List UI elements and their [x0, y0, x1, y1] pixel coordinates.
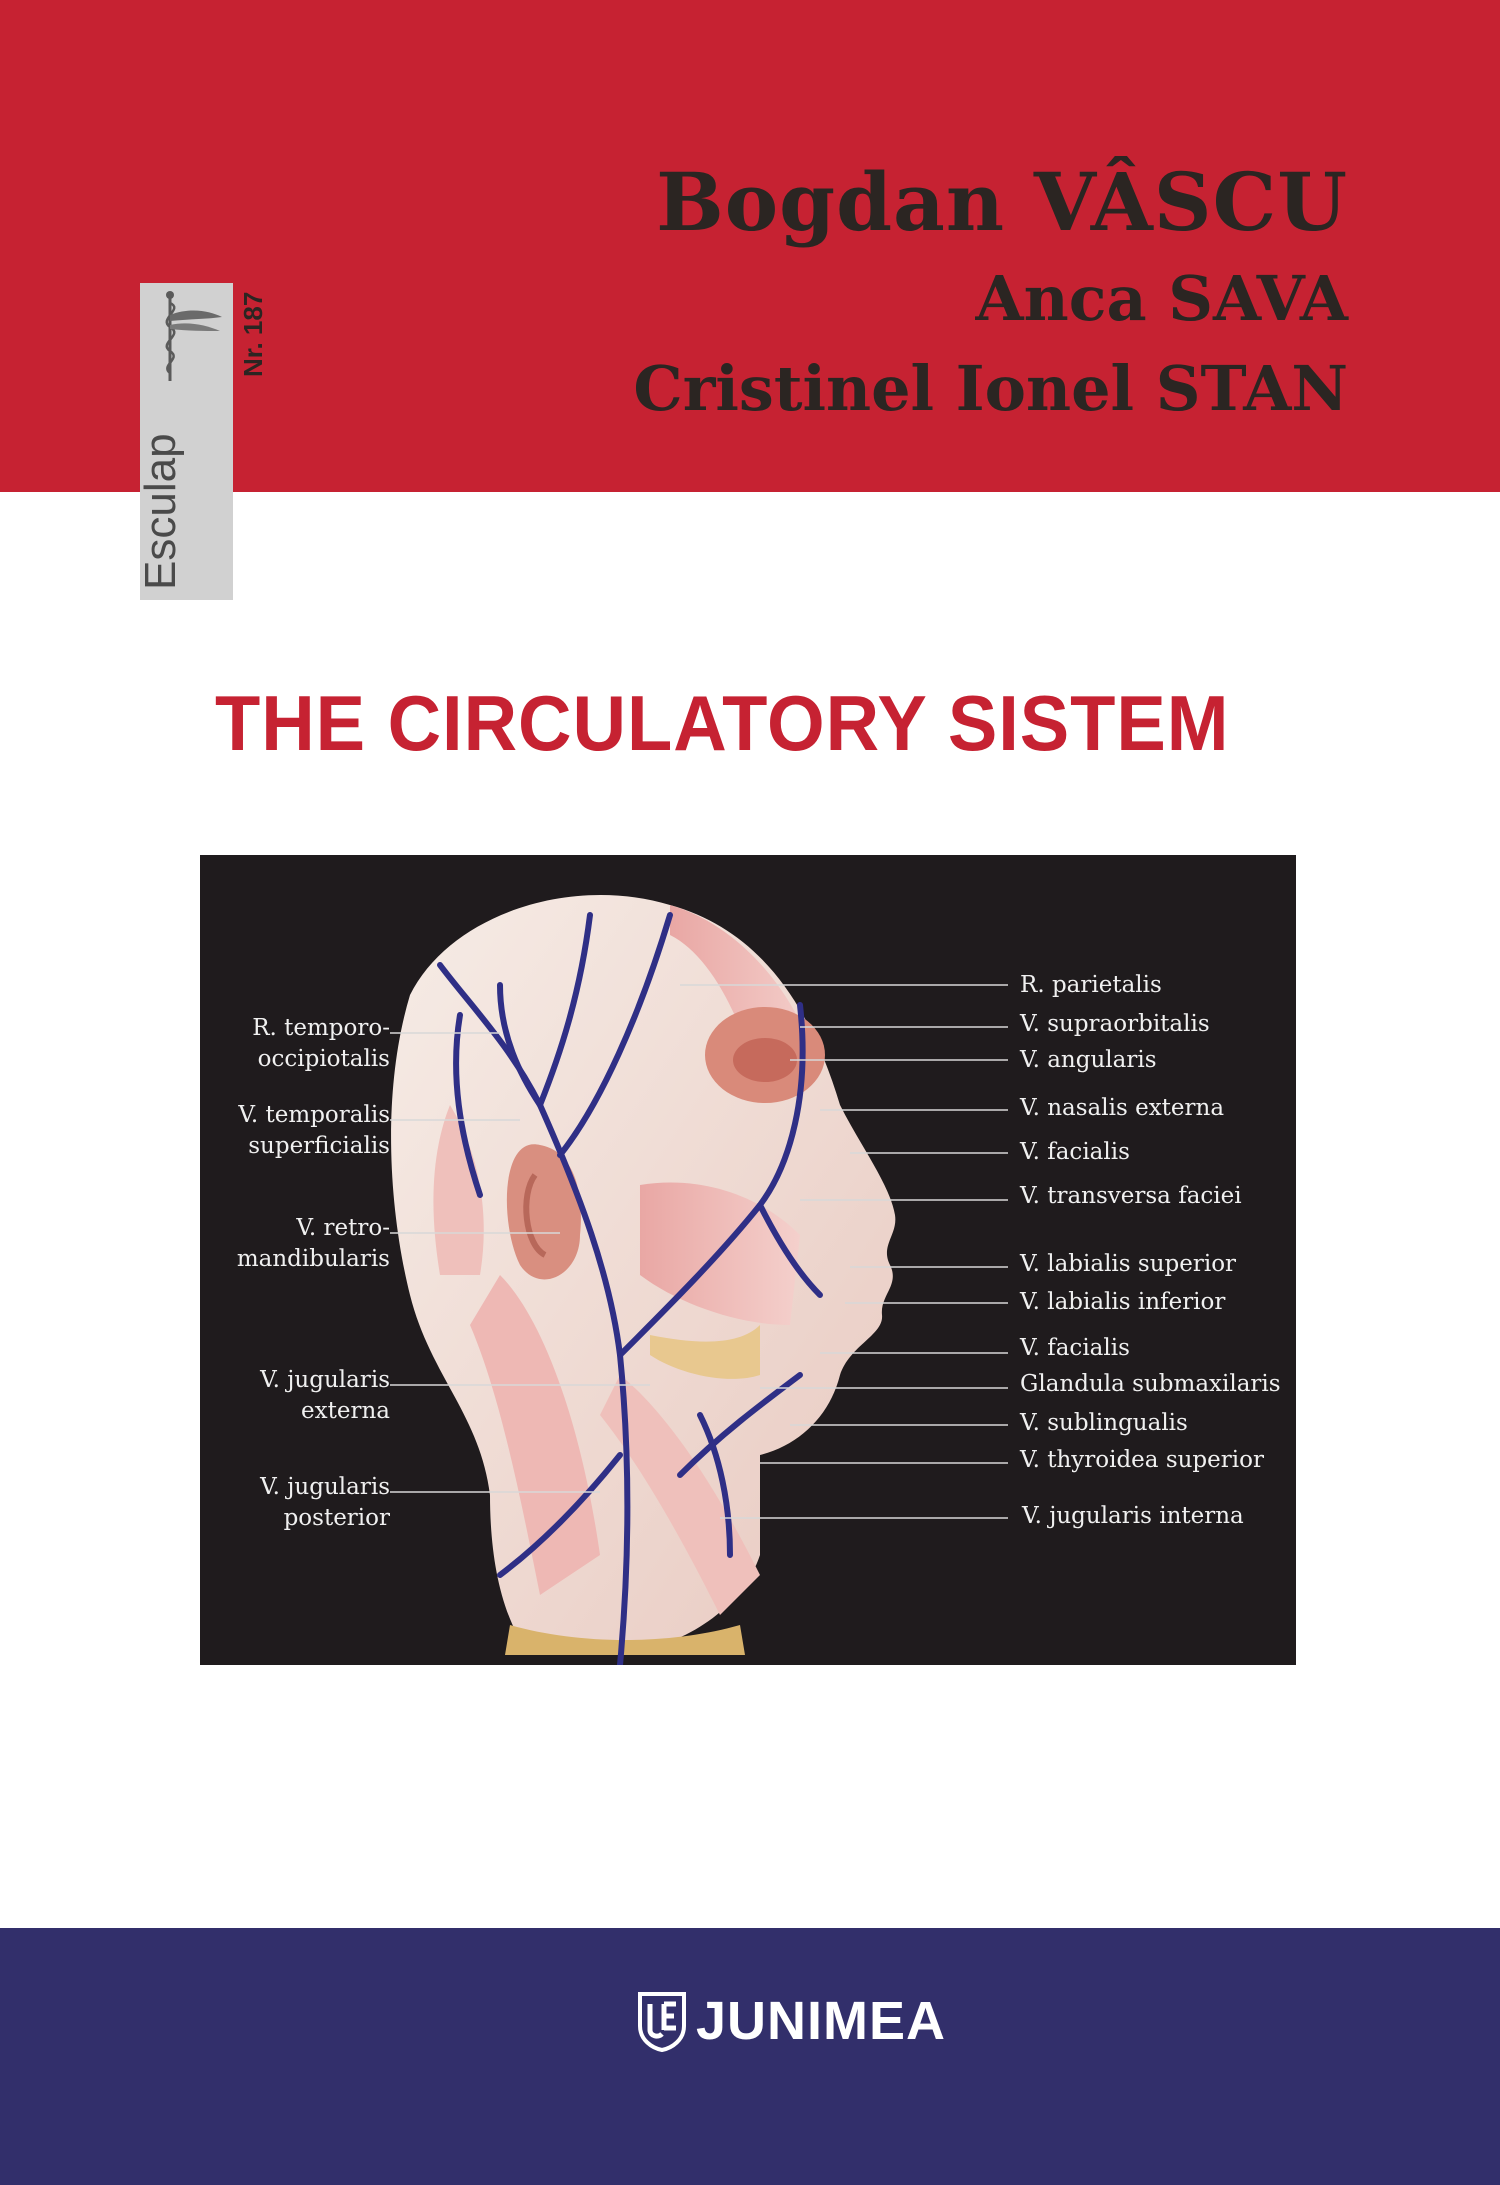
label-v-transversa-faciei: V. transversa faciei	[1020, 1183, 1242, 1209]
ear	[506, 1144, 581, 1280]
series-tab: Esculap	[136, 283, 233, 600]
label-r-temporo-occipitalis: R. temporo-occipiotalis	[252, 1015, 390, 1072]
label-v-labialis-superior: V. labialis superior	[1020, 1251, 1237, 1277]
label-v-facialis-upper: V. facialis	[1020, 1139, 1130, 1165]
cover-top-band: Bogdan VÂSCU Anca SAVA Cristinel Ionel S…	[0, 0, 1500, 492]
author-primary: Bogdan VÂSCU	[656, 155, 1348, 249]
book-title: THE CIRCULATORY SISTEM	[215, 679, 1230, 767]
label-v-nasalis-externa: V. nasalis externa	[1020, 1095, 1225, 1121]
label-v-supraorbitalis: V. supraorbitalis	[1020, 1011, 1210, 1037]
label-v-retromandibularis: V. retro-mandibularis	[236, 1215, 390, 1272]
cover-bottom-band: JUNIMEA	[0, 1928, 1500, 2185]
author-third: Cristinel Ionel STAN	[633, 352, 1348, 425]
label-v-thyroidea-superior: V. thyroidea superior	[1020, 1447, 1264, 1473]
label-v-angularis: V. angularis	[1020, 1047, 1157, 1073]
author-second: Anca SAVA	[975, 262, 1348, 335]
series-name: Esculap	[136, 433, 185, 590]
label-v-jugularis-interna: V. jugularis interna	[1022, 1503, 1244, 1529]
publisher-mark: JUNIMEA	[636, 1990, 946, 2052]
publisher-name: JUNIMEA	[696, 1991, 947, 2051]
caduceus-icon	[165, 291, 222, 381]
series-number: Nr. 187	[238, 291, 268, 377]
junimea-logo-icon	[638, 1992, 686, 2052]
head-neck-veins-drawing	[390, 895, 1008, 1665]
label-v-labialis-inferior: V. labialis inferior	[1020, 1289, 1226, 1315]
label-r-parietalis: R. parietalis	[1020, 972, 1162, 998]
label-v-sublingualis: V. sublingualis	[1020, 1410, 1188, 1436]
author-list: Bogdan VÂSCU Anca SAVA Cristinel Ionel S…	[633, 150, 1348, 434]
label-glandula-submaxilaris: Glandula submaxilaris	[1020, 1371, 1281, 1397]
label-v-facialis-lower: V. facialis	[1020, 1335, 1130, 1361]
